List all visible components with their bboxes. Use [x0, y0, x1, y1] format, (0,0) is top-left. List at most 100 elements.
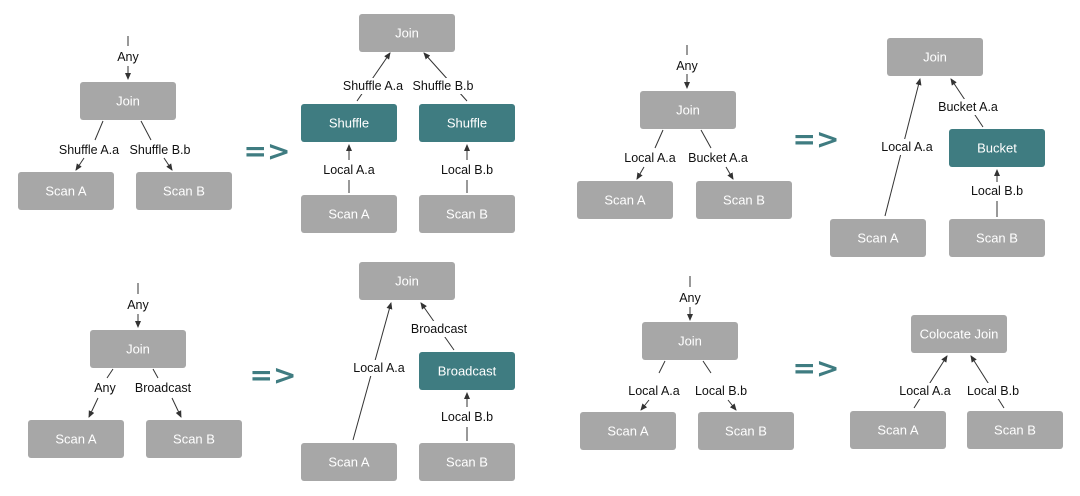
svg-text:Bucket: Bucket [977, 141, 1017, 156]
svg-text:Scan A: Scan A [607, 424, 649, 439]
svg-text:Scan B: Scan B [725, 424, 767, 439]
edge-label-broadcast: Broadcast [135, 381, 192, 395]
svg-text:Any: Any [679, 291, 701, 305]
svg-text:Broadcast: Broadcast [135, 381, 192, 395]
svg-text:Scan B: Scan B [994, 423, 1036, 438]
svg-text:Join: Join [395, 274, 419, 289]
edge-join-left-upper [106, 368, 114, 379]
scan-a-node: Scan A [28, 420, 124, 458]
scan-a-node: Scan A [577, 181, 673, 219]
join-node: Join [359, 14, 455, 52]
join-node: Join [887, 38, 983, 76]
svg-text:=>: => [244, 135, 291, 168]
edge-scan-a-to-join [913, 355, 948, 409]
svg-text:=>: => [793, 123, 840, 156]
scan-b-node: Scan B [698, 412, 794, 450]
edge-join-right-upper [140, 120, 152, 141]
edge-label-any: Any [676, 59, 698, 73]
scan-a-node: Scan A [580, 412, 676, 450]
svg-text:Scan A: Scan A [877, 423, 919, 438]
panel-shuffle-before: Any Join Shuffle A.a Shuffle B.b Scan A … [18, 36, 232, 210]
panel-bucket-before: Any Join Local A.a Bucket A.a Scan A Sca… [577, 45, 792, 219]
scan-b-node: Scan B [696, 181, 792, 219]
svg-text:Scan B: Scan B [976, 231, 1018, 246]
edge-join-right-upper [702, 360, 712, 374]
svg-text:Any: Any [94, 381, 116, 395]
edge-label-bucket-a: Bucket A.a [688, 151, 748, 165]
svg-text:Shuffle A.a: Shuffle A.a [59, 143, 119, 157]
transform-arrow: => [793, 352, 840, 385]
svg-text:Join: Join [676, 103, 700, 118]
svg-text:Scan A: Scan A [328, 455, 370, 470]
svg-text:Scan A: Scan A [45, 184, 87, 199]
edge-join-right-lower [163, 157, 173, 171]
panel-shuffle-after: Join Shuffle A.a Shuffle B.b Shuffle Shu… [301, 14, 515, 233]
scan-b-node: Scan B [419, 195, 515, 233]
svg-text:Local A.a: Local A.a [624, 151, 675, 165]
panel-colocate-after: Colocate Join Local A.a Local B.b Scan A… [850, 315, 1063, 449]
svg-text:Scan B: Scan B [173, 432, 215, 447]
edge-label-local-a: Local A.a [878, 139, 936, 155]
edge-label-any-left: Any [94, 381, 116, 395]
edge-join-left-upper [94, 120, 104, 141]
edge-join-left-lower [88, 397, 99, 418]
svg-text:Local B.b: Local B.b [441, 163, 493, 177]
svg-text:Scan B: Scan B [163, 184, 205, 199]
svg-text:Shuffle: Shuffle [447, 116, 487, 131]
edge-label-local-a: Local A.a [896, 383, 954, 399]
edge-label-shuffle-a: Shuffle A.a [340, 78, 406, 94]
svg-text:=>: => [250, 359, 297, 392]
svg-text:Colocate Join: Colocate Join [920, 327, 999, 342]
scan-a-node: Scan A [830, 219, 926, 257]
svg-text:Any: Any [676, 59, 698, 73]
edge-label-any: Any [117, 50, 139, 64]
shuffle-right-node: Shuffle [419, 104, 515, 142]
colocate-join-node: Colocate Join [911, 315, 1007, 353]
svg-text:Scan B: Scan B [723, 193, 765, 208]
svg-text:Bucket A.a: Bucket A.a [938, 100, 998, 114]
edge-join-left-lower [640, 399, 650, 411]
edge-label-shuffle-a: Shuffle A.a [59, 143, 119, 157]
edge-join-right-lower [725, 166, 734, 180]
scan-a-node: Scan A [850, 411, 946, 449]
join-node: Join [640, 91, 736, 129]
panel-bucket-after: Join Local A.a Bucket A.a Bucket Local B… [830, 38, 1045, 257]
svg-text:Local A.a: Local A.a [881, 140, 932, 154]
edge-join-right-lower [727, 399, 737, 411]
shuffle-left-node: Shuffle [301, 104, 397, 142]
svg-text:Local B.b: Local B.b [971, 184, 1023, 198]
join-node: Join [359, 262, 455, 300]
scan-a-node: Scan A [301, 443, 397, 481]
edge-join-right-lower [171, 397, 182, 418]
svg-text:Shuffle: Shuffle [329, 116, 369, 131]
panel-broadcast-before: Any Join Any Broadcast Scan A Scan B [28, 283, 242, 458]
scan-a-node: Scan A [18, 172, 114, 210]
panel-broadcast-after: Join Local A.a Broadcast Broadcast Local… [301, 262, 515, 481]
svg-text:Any: Any [117, 50, 139, 64]
join-node: Join [90, 330, 186, 368]
svg-text:Scan B: Scan B [446, 207, 488, 222]
edge-label-local-a: Local A.a [323, 163, 374, 177]
svg-text:Join: Join [678, 334, 702, 349]
transform-arrow: => [793, 123, 840, 156]
svg-text:Join: Join [126, 342, 150, 357]
broadcast-node: Broadcast [419, 352, 515, 390]
join-node: Join [642, 322, 738, 360]
svg-text:Scan B: Scan B [446, 455, 488, 470]
svg-text:Local B.b: Local B.b [695, 384, 747, 398]
edge-join-right-upper [152, 368, 159, 379]
panel-colocate-before: Any Join Local A.a Local B.b Scan A Scan… [580, 276, 794, 450]
bucket-node: Bucket [949, 129, 1045, 167]
edge-label-any: Any [679, 291, 701, 305]
edge-label-any: Any [127, 298, 149, 312]
svg-text:Scan A: Scan A [55, 432, 97, 447]
svg-text:Broadcast: Broadcast [411, 322, 468, 336]
transform-arrow: => [250, 359, 297, 392]
svg-text:Scan A: Scan A [328, 207, 370, 222]
svg-text:Shuffle B.b: Shuffle B.b [413, 79, 474, 93]
svg-text:Local A.a: Local A.a [899, 384, 950, 398]
transform-arrow: => [244, 135, 291, 168]
edge-label-local-b: Local B.b [441, 163, 493, 177]
svg-text:Join: Join [395, 26, 419, 41]
